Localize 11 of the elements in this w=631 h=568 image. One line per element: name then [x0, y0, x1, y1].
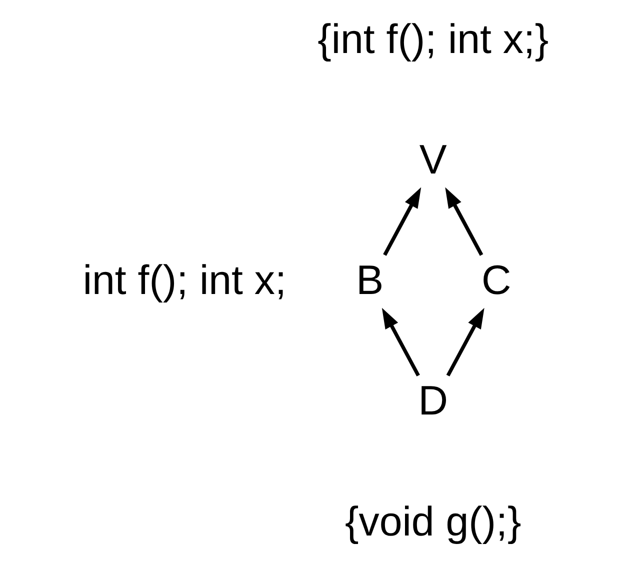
node-text: D	[418, 378, 448, 424]
node-label: {void g();}	[345, 498, 522, 544]
arrow	[445, 187, 484, 256]
node-text: C	[481, 257, 512, 304]
node-text: B	[356, 257, 384, 304]
node-text: V	[419, 136, 447, 183]
node-label: int f(); int x;	[82, 257, 286, 304]
arrow	[446, 308, 484, 376]
arrow	[383, 187, 422, 256]
node-label: {int f(); int x;}	[318, 16, 549, 62]
arrow	[382, 308, 420, 376]
